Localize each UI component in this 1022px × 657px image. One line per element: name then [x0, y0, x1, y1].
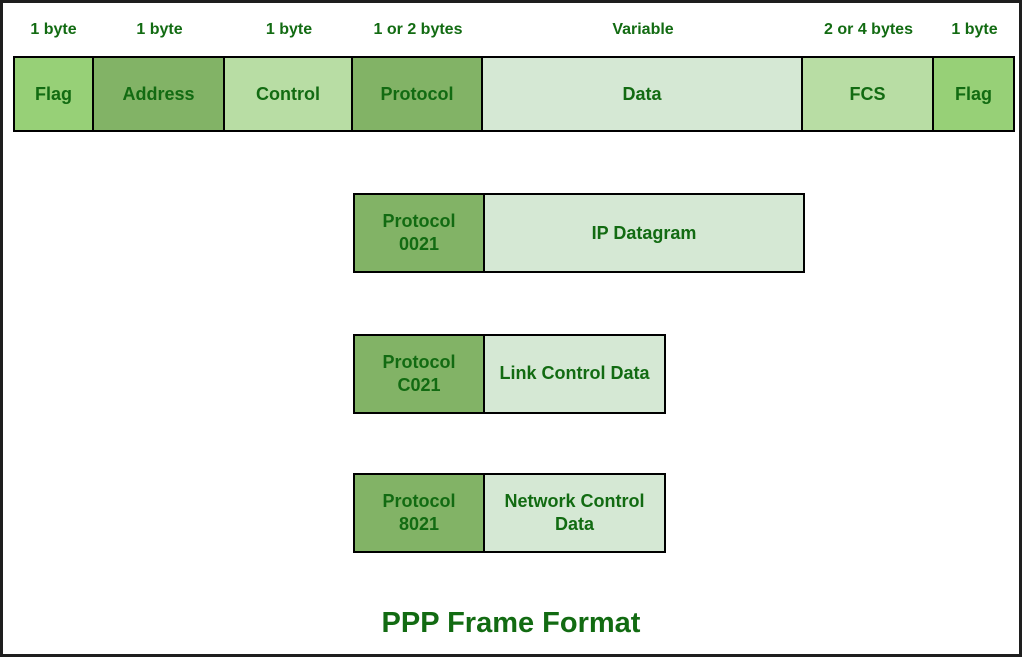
payload-cell-link-control: Link Control Data — [483, 334, 666, 414]
protocol-code: 0021 — [398, 234, 440, 254]
size-label-fcs: 2 or 4 bytes — [824, 21, 913, 38]
size-label-flag-right: 1 byte — [951, 21, 998, 38]
size-label-control: 1 byte — [265, 21, 313, 38]
protocol-example-ip-datagram: Protocol 0021 IP Datagram — [353, 193, 805, 273]
protocol-code: 8021 — [398, 514, 440, 534]
size-label-address: 1 byte — [136, 21, 183, 38]
frame-field-control: Control — [223, 56, 353, 132]
diagram-title: PPP Frame Format — [381, 607, 641, 639]
protocol-word: Protocol — [382, 351, 456, 372]
size-label-protocol: 1 or 2 bytes — [373, 21, 463, 38]
frame-field-protocol: Protocol — [351, 56, 483, 132]
protocol-code-cell: Protocol 8021 — [353, 473, 485, 553]
protocol-code-cell: Protocol 0021 — [353, 193, 485, 273]
payload-cell-network-control: Network Control Data — [483, 473, 666, 553]
protocol-word: Protocol — [382, 490, 456, 511]
frame-field-fcs: FCS — [801, 56, 934, 132]
frame-field-flag-right: Flag — [932, 56, 1015, 132]
frame-field-flag-left: Flag — [13, 56, 94, 132]
protocol-word: Protocol — [382, 210, 456, 231]
ppp-frame-row: Flag Address Control Protocol Data FCS F… — [13, 56, 1015, 132]
protocol-example-link-control: Protocol C021 Link Control Data — [353, 334, 666, 414]
payload-cell-ip-datagram: IP Datagram — [483, 193, 805, 273]
protocol-code: C021 — [397, 375, 441, 395]
protocol-example-network-control: Protocol 8021 Network Control Data — [353, 473, 666, 553]
protocol-code-cell: Protocol C021 — [353, 334, 485, 414]
byte-size-labels-row: 1 byte 1 byte 1 byte 1 or 2 bytes Variab… — [13, 21, 1015, 39]
size-label-flag-left: 1 byte — [30, 21, 77, 38]
frame-field-data: Data — [481, 56, 803, 132]
size-label-data: Variable — [612, 21, 674, 38]
frame-field-address: Address — [92, 56, 225, 132]
